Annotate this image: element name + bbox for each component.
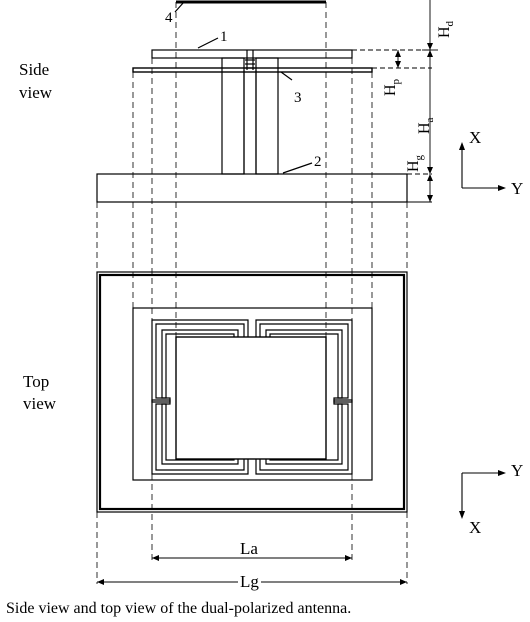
part-number-3: 3 <box>294 90 302 106</box>
part-number-2: 2 <box>314 154 322 170</box>
height-label-hp: Hp <box>382 78 403 96</box>
feed-stem-right <box>255 57 279 175</box>
top-director <box>175 336 327 460</box>
dimension-label-lg: Lg <box>238 572 261 592</box>
side-view-label-2: view <box>19 83 53 102</box>
top-ground-outer <box>96 271 408 513</box>
height-label-ha: Ha <box>416 117 437 134</box>
feed-stem-left <box>221 57 245 175</box>
top-view-label-2: view <box>23 394 57 413</box>
top-ground-inner <box>98 273 406 511</box>
side-view-label-1: Side <box>19 60 50 79</box>
top-view-label-1: Top <box>23 372 50 391</box>
height-label-hg: Hg <box>405 154 426 172</box>
radiator-plate <box>151 49 353 59</box>
height-label-hd: Hd <box>436 20 457 38</box>
top-parasitic <box>132 307 373 481</box>
top-axis-y-label: Y <box>511 461 524 480</box>
side-axis-x-label: X <box>469 128 482 147</box>
dimension-label-la: La <box>240 539 258 558</box>
top-axis-x-label: X <box>469 518 482 537</box>
figure-caption: Side view and top view of the dual-polar… <box>6 600 352 617</box>
side-axis-y-label: Y <box>511 179 524 198</box>
part-number-1: 1 <box>220 29 228 45</box>
ground-plane <box>96 173 408 203</box>
top-radiator-loops <box>151 319 353 475</box>
part-number-4: 4 <box>165 10 173 26</box>
